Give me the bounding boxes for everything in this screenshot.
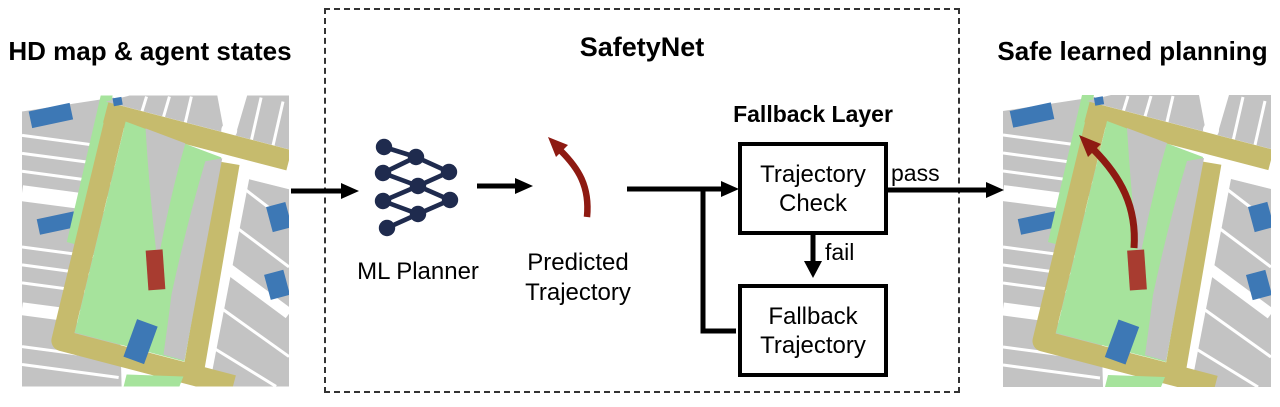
- safe-planning-output-image: [1003, 95, 1271, 387]
- ml-planner-label: ML Planner: [357, 258, 479, 285]
- trajectory-check-box: Trajectory Check: [738, 142, 888, 235]
- right-title: Safe learned planning: [997, 36, 1268, 66]
- fallback-trajectory-line1: Fallback: [768, 302, 858, 330]
- trajectory-to-check-arrow: [627, 181, 739, 334]
- safetynet-panel: [324, 8, 960, 393]
- fail-arrow: [804, 234, 822, 278]
- predicted-trajectory-label-line2: Trajectory: [525, 279, 631, 306]
- trajectory-check-line2: Check: [778, 189, 848, 217]
- predicted-trajectory-arrow: [548, 137, 591, 218]
- input-arrow: [291, 183, 359, 199]
- planned-trajectory-arrow: [1079, 135, 1138, 249]
- left-title: HD map & agent states: [8, 36, 292, 66]
- fallback-layer-title: Fallback Layer: [733, 101, 893, 127]
- pass-label: pass: [891, 160, 940, 186]
- predicted-trajectory-label-line1: Predicted: [527, 249, 629, 276]
- trajectory-check-line1: Trajectory: [760, 160, 866, 188]
- planner-output-arrow: [477, 178, 533, 194]
- pass-arrow: [888, 182, 1004, 198]
- fail-label: fail: [825, 239, 855, 265]
- safetynet-title: SafetyNet: [579, 32, 705, 62]
- predicted-trajectory-label: Predicted Trajectory: [498, 248, 658, 308]
- fallback-trajectory-line2: Trajectory: [760, 331, 866, 359]
- fallback-trajectory-box: Fallback Trajectory: [738, 284, 888, 377]
- neural-network-icon: [374, 138, 459, 237]
